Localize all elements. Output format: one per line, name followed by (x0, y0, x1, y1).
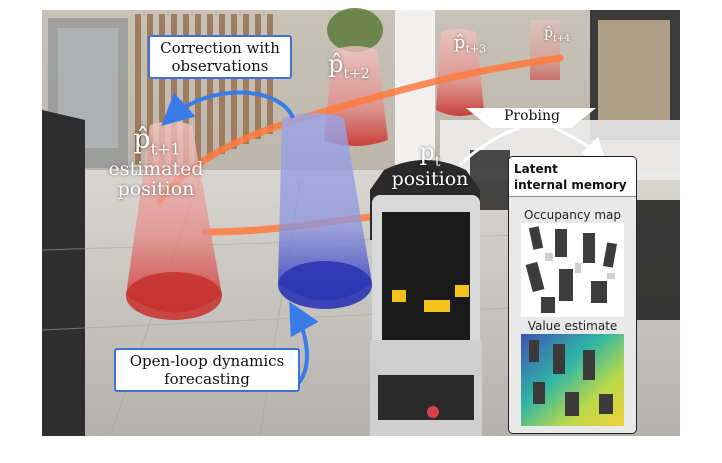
robot (370, 160, 482, 436)
probing-arrow-out (554, 126, 607, 163)
current-position-cylinder (278, 113, 372, 309)
p-hat-t1-label: p̂t+1 (133, 124, 181, 159)
p-hat-t3-label: p̂t+3 (453, 32, 487, 56)
probing-arrow-in (458, 126, 521, 167)
position-label: position (391, 168, 469, 190)
probing-banner (466, 108, 596, 128)
correction-arrow (161, 90, 295, 127)
probing-label: Probing (504, 108, 560, 124)
correction-callout: Correction with observations (148, 35, 292, 79)
open-loop-callout: Open-loop dynamics forecasting (114, 348, 300, 392)
p-t-label: pt (419, 138, 441, 170)
latent-memory-panel: Latent internal memory Occupancy map Val… (508, 156, 637, 434)
estimate-cylinder-t1 (126, 121, 222, 320)
p-hat-t2-label: p̂t+2 (328, 50, 370, 82)
forecast-arrow (289, 301, 319, 387)
panel-title: Latent internal memory (509, 157, 636, 197)
value-estimate-map (521, 334, 624, 426)
occupancy-map-caption: Occupancy map (524, 208, 621, 222)
estimate-cylinder-t4 (530, 20, 560, 80)
p-hat-t4-label: p̂t+4 (544, 25, 570, 44)
occupancy-map (521, 223, 624, 317)
estimated-position-label: estimated position (108, 158, 204, 200)
value-estimate-caption: Value estimate (527, 319, 618, 333)
